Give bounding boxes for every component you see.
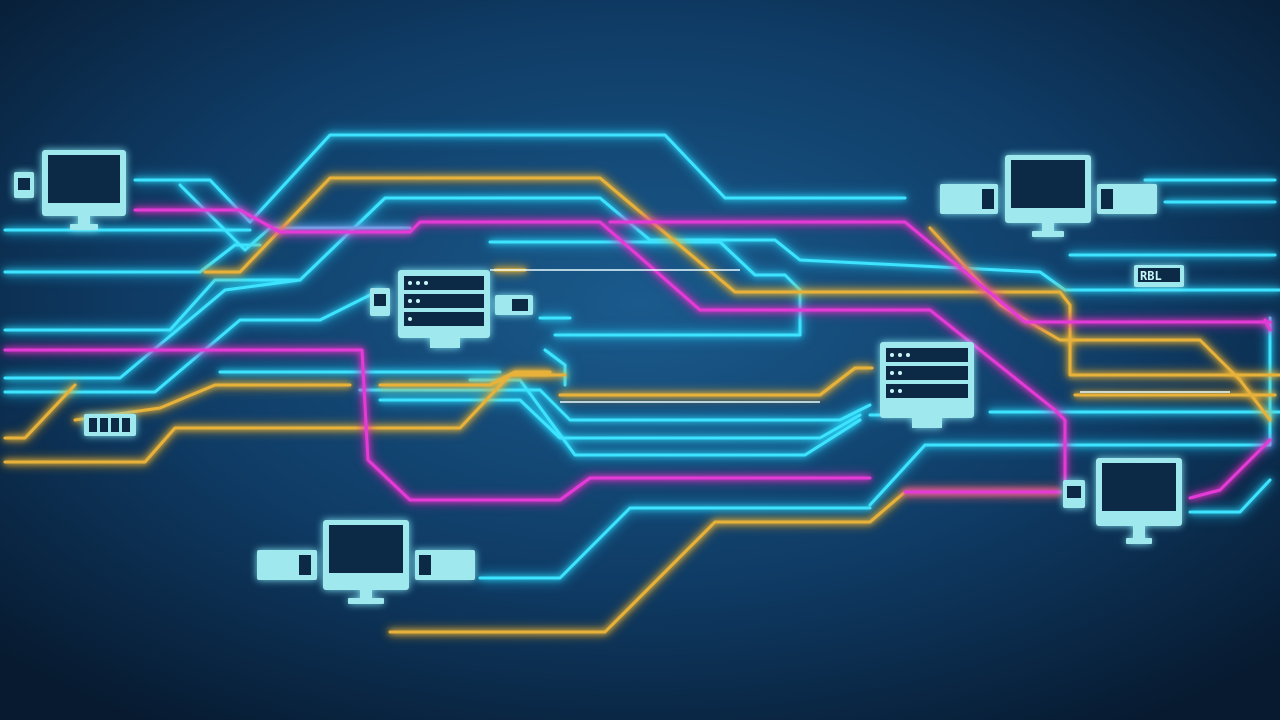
cyan-line bbox=[3, 243, 262, 274]
magenta-connections bbox=[3, 208, 1272, 502]
monitor-stand bbox=[1042, 223, 1054, 231]
cyan-line bbox=[358, 388, 872, 422]
yellow-line bbox=[558, 366, 874, 397]
server-stand bbox=[430, 338, 460, 348]
server-bay bbox=[886, 366, 968, 380]
monitor-stand bbox=[1133, 526, 1145, 538]
cyan-line bbox=[133, 133, 907, 224]
monitor-base bbox=[1032, 231, 1064, 237]
magenta-line bbox=[1188, 438, 1272, 500]
monitor-bottom-left bbox=[257, 520, 475, 604]
cyan-line bbox=[3, 196, 1280, 332]
yellow-line bbox=[203, 176, 1280, 377]
monitor-base bbox=[348, 598, 384, 604]
yellow-line bbox=[3, 383, 77, 440]
magenta-line bbox=[1263, 318, 1272, 332]
monitor-screen bbox=[329, 525, 403, 573]
monitor-screen bbox=[1102, 463, 1176, 511]
magenta-line bbox=[608, 220, 1272, 324]
monitor-stand bbox=[78, 216, 90, 224]
monitor-top-right bbox=[940, 155, 1157, 237]
cyan-line bbox=[3, 288, 382, 394]
monitor-bottom-right bbox=[1063, 458, 1182, 544]
panel-left bbox=[84, 414, 136, 436]
magenta-line bbox=[3, 348, 872, 502]
yellow-line bbox=[378, 370, 552, 387]
cyan-line bbox=[378, 398, 862, 440]
server-bay bbox=[404, 294, 484, 308]
cyan-line bbox=[868, 316, 1272, 507]
monitor-base bbox=[1126, 538, 1152, 544]
cyan-line bbox=[3, 278, 302, 380]
server-stand bbox=[912, 418, 942, 428]
cyan-line bbox=[543, 348, 567, 387]
cyan-connections bbox=[3, 133, 1280, 580]
server-center bbox=[370, 270, 533, 348]
server-bay bbox=[886, 384, 968, 398]
yellow-connections bbox=[3, 176, 1280, 634]
server-bay bbox=[886, 348, 968, 362]
panel-label: RBL bbox=[1140, 269, 1162, 283]
monitor-top-left bbox=[14, 150, 126, 230]
monitor-stand bbox=[360, 590, 372, 598]
magenta-line bbox=[133, 208, 1067, 482]
cyan-line bbox=[478, 506, 872, 580]
cyan-line bbox=[178, 183, 412, 252]
yellow-line bbox=[3, 373, 567, 464]
monitor-screen bbox=[48, 155, 120, 203]
server-right bbox=[880, 342, 974, 428]
monitor-screen bbox=[1011, 160, 1085, 208]
panel-right: RBL bbox=[1134, 265, 1184, 287]
white-accents bbox=[490, 269, 1230, 403]
cyan-line bbox=[488, 240, 802, 337]
server-bay bbox=[404, 276, 484, 290]
server-bay bbox=[404, 312, 484, 326]
cyan-line bbox=[1188, 478, 1272, 514]
monitor-base bbox=[70, 224, 98, 230]
devices: RBL bbox=[14, 150, 1184, 604]
